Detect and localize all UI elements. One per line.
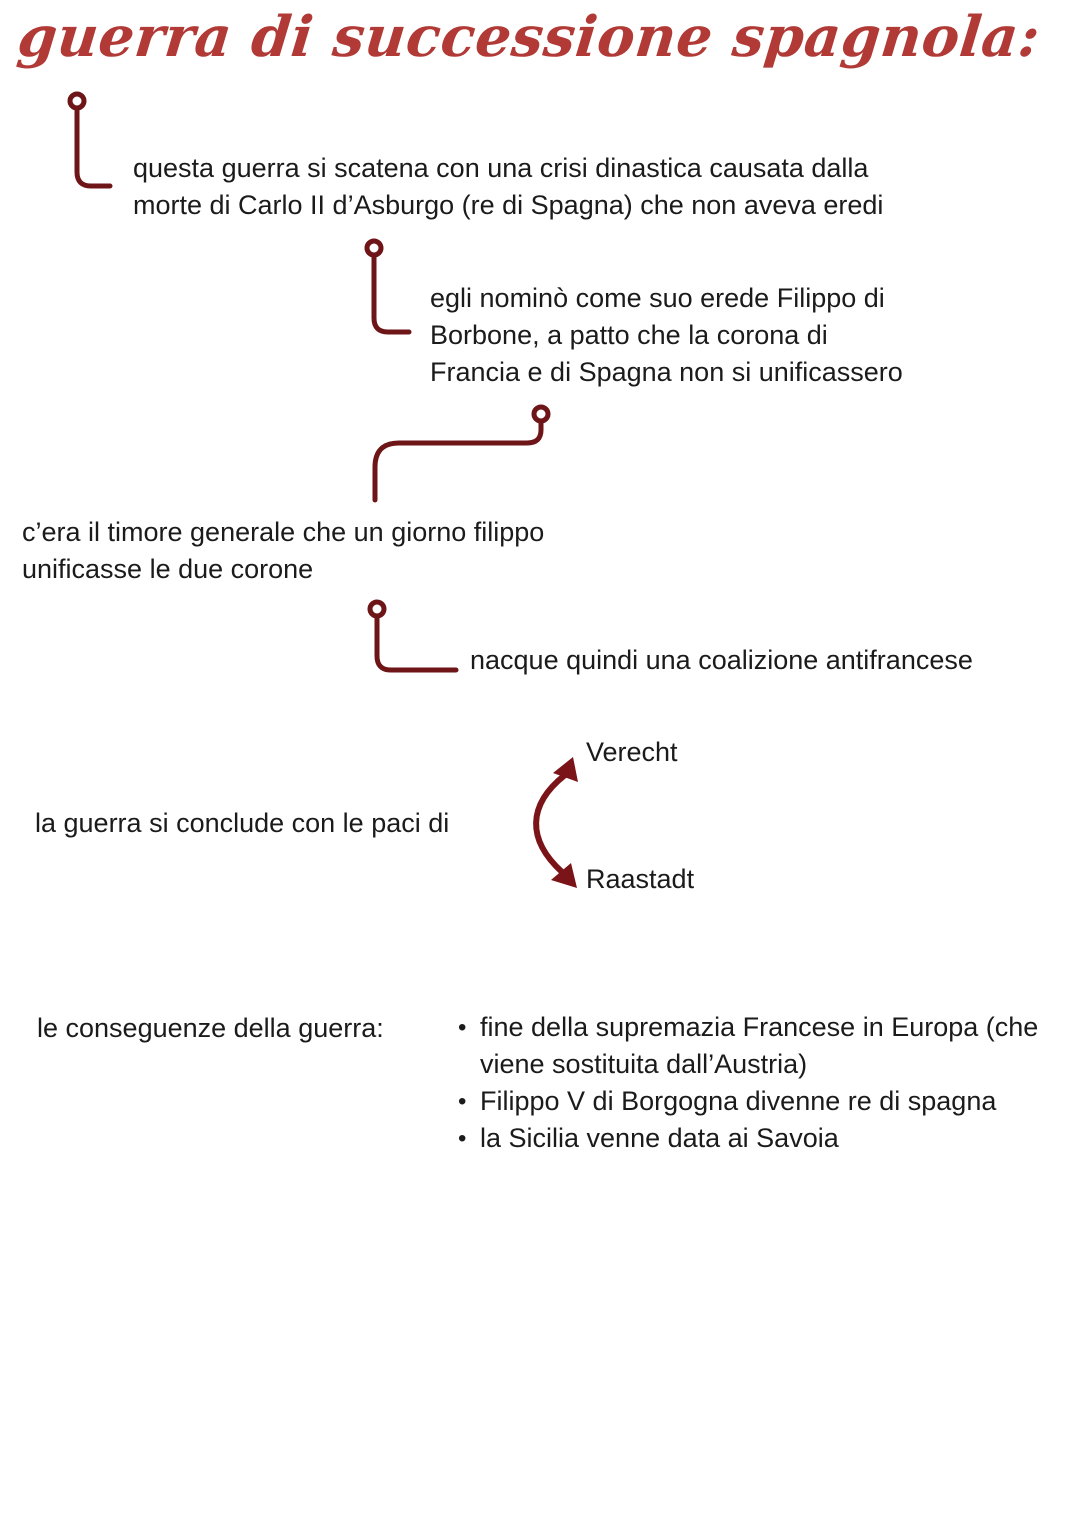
page-title: guerra di successione spagnola: bbox=[14, 4, 1044, 70]
peace-treaty-raastadt: Raastadt bbox=[586, 864, 695, 894]
elbow-connector-icon-3 bbox=[372, 404, 551, 503]
text-block-heir: egli nominò come suo erede Filippo di Bo… bbox=[430, 283, 903, 387]
elbow-connector-icon-2 bbox=[364, 238, 412, 335]
text-block-peace-intro: la guerra si conclude con le paci di bbox=[35, 808, 450, 838]
text-block-fear: c’era il timore generale che un giorno f… bbox=[22, 517, 545, 584]
list-item: fine della supremazia Francese in Europa… bbox=[458, 1009, 1080, 1083]
elbow-connector-icon-1 bbox=[67, 91, 113, 189]
text-block-cause: questa guerra si scatena con una crisi d… bbox=[133, 153, 884, 220]
peace-treaty-verecht: Verecht bbox=[586, 737, 678, 767]
text-block-coalition: nacque quindi una coalizione antifrances… bbox=[470, 645, 973, 675]
consequences-label: le conseguenze della guerra: bbox=[37, 1013, 384, 1043]
consequences-list: fine della supremazia Francese in Europa… bbox=[452, 1009, 1080, 1157]
list-item: la Sicilia venne data ai Savoia bbox=[458, 1120, 1080, 1157]
elbow-connector-icon-4 bbox=[367, 599, 459, 673]
list-item: Filippo V di Borgogna divenne re di spag… bbox=[458, 1083, 1080, 1120]
